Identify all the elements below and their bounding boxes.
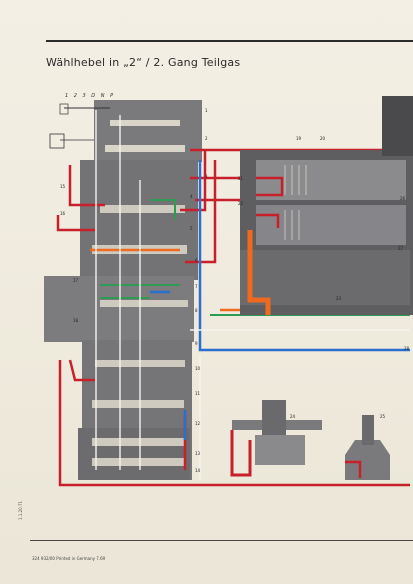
part-number-label: 18 (73, 318, 79, 323)
part-number-label: 10 (195, 366, 201, 371)
part-number-label: 17 (73, 278, 79, 283)
part-number-label: 13 (195, 451, 201, 456)
part-number-label: 1 (205, 108, 208, 113)
part-number-label: 5 (190, 226, 193, 231)
part-number-label: 21 (238, 176, 244, 181)
valve-body-left-section (44, 276, 194, 342)
pump-detail (345, 415, 390, 480)
print-footer: 324 932/00 Printed in Germany 7.69 (32, 556, 106, 561)
return-lines (95, 110, 410, 480)
part-number-label: 20 (320, 136, 326, 141)
part-number-label: 4 (190, 194, 193, 199)
page-title: Wählhebel in „2“ / 2. Gang Teilgas (46, 56, 241, 69)
part-number-label: 3 (205, 174, 208, 179)
side-code: 1.1.20.71 (18, 500, 23, 520)
gearbox-housing (240, 96, 413, 315)
valve-body (44, 100, 202, 480)
part-number-label: 7 (195, 284, 198, 289)
part-number-label: 11 (195, 391, 201, 396)
valve-body-top-section (94, 100, 202, 162)
blue-pressure-lines (150, 160, 410, 440)
part-number-label: 19 (296, 136, 302, 141)
part-number-label: 22 (238, 201, 244, 206)
part-number-label: 2 (205, 136, 208, 141)
part-number-label: 6 (195, 258, 198, 263)
selector-linkage (49, 103, 110, 149)
part-number-label: 8 (195, 308, 198, 313)
gear-position-labels: 1 2 3 D N P (65, 93, 116, 99)
top-rule (46, 40, 413, 42)
part-number-label: 25 (380, 414, 386, 419)
part-number-label: 12 (195, 421, 201, 426)
part-number-label: 26 (400, 196, 406, 201)
valve-body-bottom-section (78, 428, 190, 480)
part-number-label: 16 (60, 211, 66, 216)
part-number-label: 23 (336, 296, 342, 301)
valve-body-middle-section (80, 160, 198, 280)
part-number-label: 9 (195, 341, 198, 346)
part-number-label: 24 (290, 414, 296, 419)
part-number-label: 27 (398, 246, 404, 251)
part-number-label: 15 (60, 184, 66, 189)
governor-detail (230, 400, 322, 477)
bottom-rule (30, 540, 413, 541)
part-number-label: 14 (195, 468, 201, 473)
part-number-label: 28 (404, 346, 410, 351)
